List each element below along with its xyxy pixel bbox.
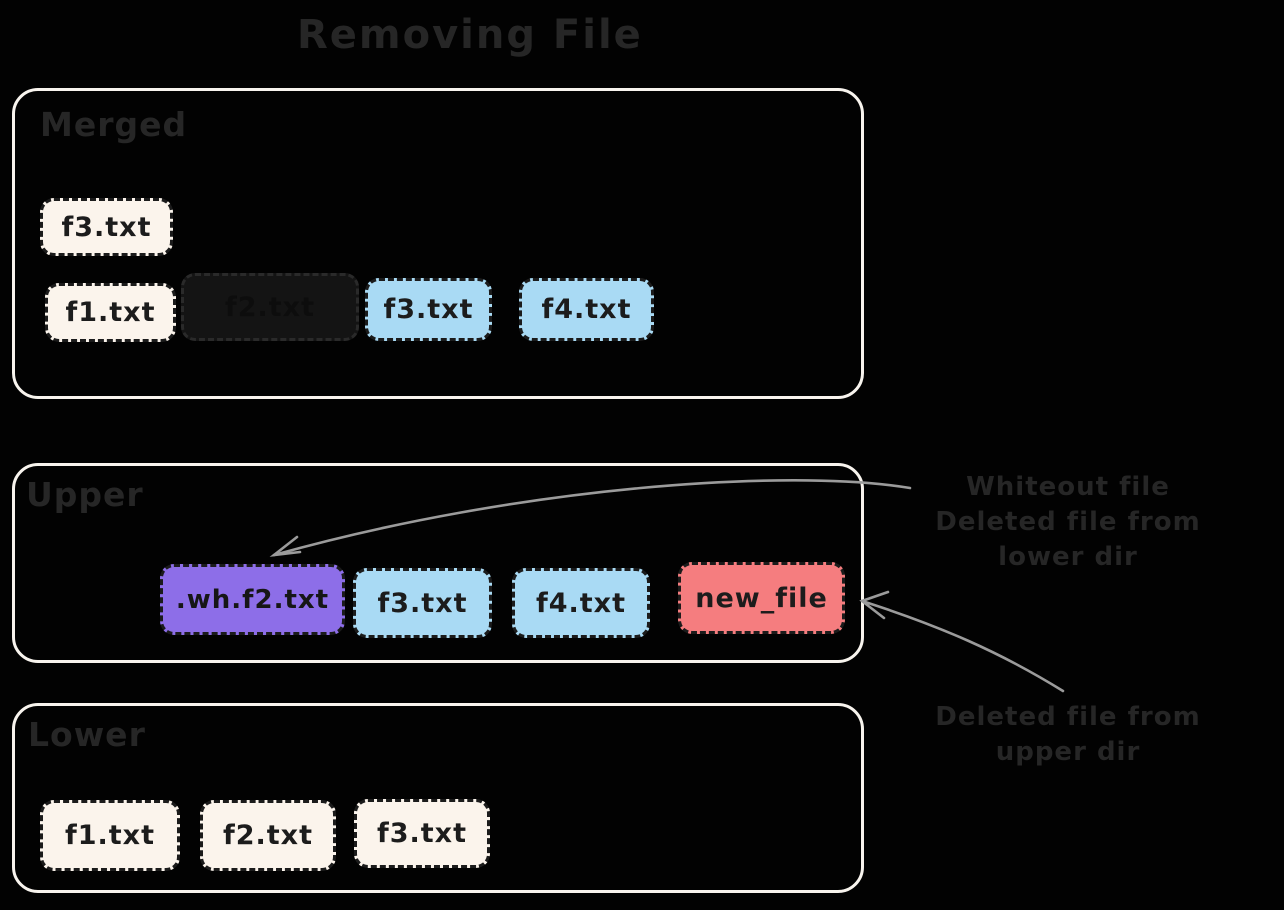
lower-layer-label: Lower (28, 715, 146, 754)
file-chip-label: f4.txt (541, 294, 632, 325)
file-chip-merged-f3: f3.txt (365, 278, 492, 341)
file-chip-label: f3.txt (376, 818, 468, 849)
merged-layer-box (12, 88, 864, 399)
deleted-upper-arrow-head (859, 590, 890, 620)
whiteout-annotation-line1: Whiteout file (966, 472, 1170, 502)
file-chip-merged-f2-hidden: f2.txt (181, 273, 359, 341)
diagram-title: Removing File (297, 12, 643, 58)
file-chip-lower-f1: f1.txt (40, 800, 180, 871)
file-chip-label: f3.txt (377, 587, 468, 619)
deleted-upper-annotation: Deleted file from upper dir (893, 700, 1243, 770)
file-chip-label: f1.txt (64, 820, 156, 851)
file-chip-label: f2.txt (224, 291, 316, 323)
whiteout-annotation: Whiteout file Deleted file from lower di… (893, 470, 1243, 575)
file-chip-label: f3.txt (61, 211, 152, 243)
file-chip-upper-f3: f3.txt (353, 568, 492, 638)
lower-layer-box (12, 703, 864, 893)
file-chip-upper-whiteout: .wh.f2.txt (160, 564, 345, 635)
file-chip-merged-f3-shadow: f3.txt (40, 198, 173, 256)
whiteout-annotation-line2: Deleted file from lower dir (935, 507, 1201, 573)
file-chip-label: new_file (695, 582, 828, 614)
file-chip-lower-f3: f3.txt (354, 799, 490, 868)
deleted-upper-arrow (860, 599, 1065, 693)
file-chip-merged-f4: f4.txt (519, 278, 654, 341)
file-chip-merged-f1: f1.txt (45, 283, 176, 342)
merged-layer-label: Merged (40, 105, 188, 144)
upper-layer-box (12, 463, 864, 663)
deleted-upper-annotation-line1: Deleted file from upper dir (935, 702, 1201, 768)
file-chip-label: f3.txt (383, 294, 474, 325)
file-chip-label: f4.txt (535, 587, 627, 619)
file-chip-label: f1.txt (65, 297, 156, 328)
file-chip-upper-f4: f4.txt (512, 568, 650, 638)
file-chip-upper-newfile: new_file (678, 562, 845, 634)
upper-layer-label: Upper (26, 475, 144, 514)
file-chip-label: .wh.f2.txt (175, 584, 330, 615)
file-chip-lower-f2: f2.txt (200, 800, 336, 871)
file-chip-label: f2.txt (222, 820, 314, 851)
